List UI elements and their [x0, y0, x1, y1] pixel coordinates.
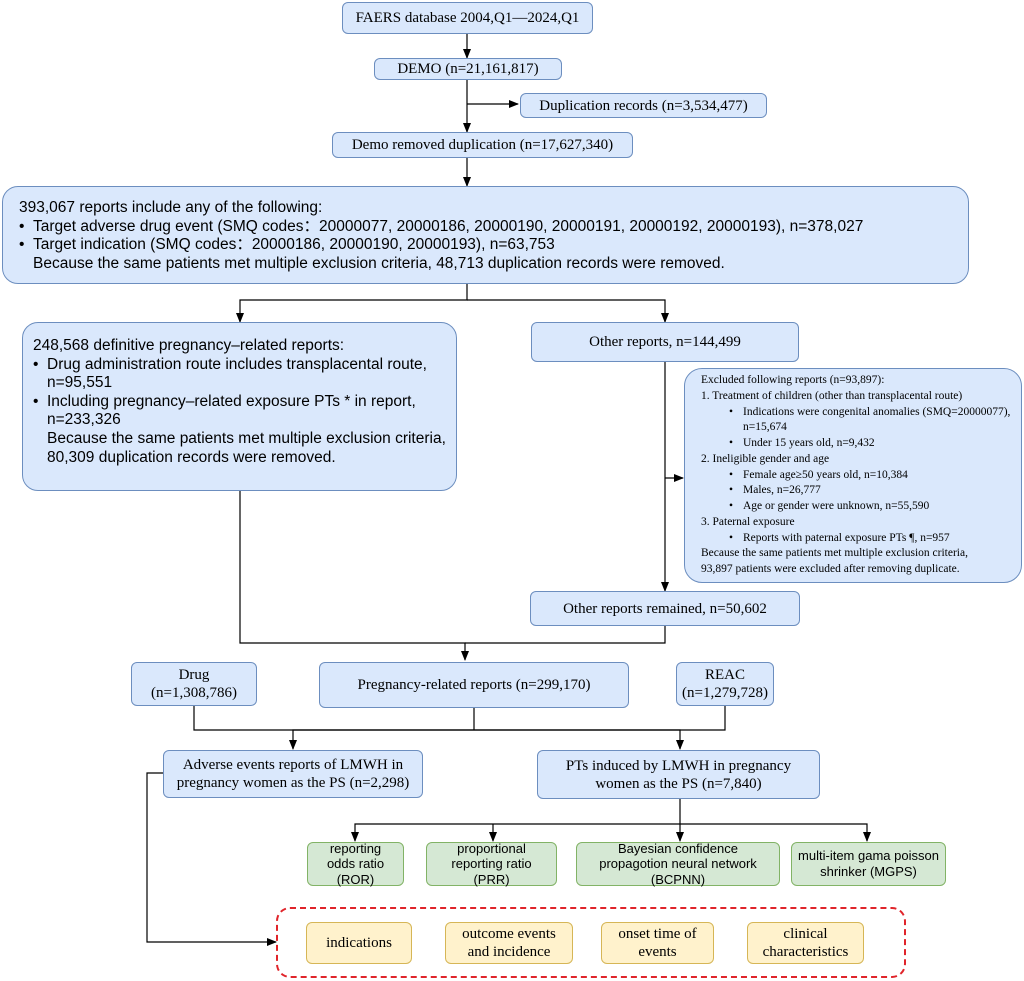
excluded-content: Excluded following reports (n=93,897): 1… — [701, 373, 1015, 578]
pts-box: PTs induced by LMWH in pregnancy women a… — [537, 750, 820, 799]
pregnancy-reports-label: Pregnancy-related reports (n=299,170) — [357, 677, 591, 693]
excluded-item-paternal-text: Reports with paternal exposure PTs ¶, n=… — [743, 531, 950, 544]
join-right — [474, 706, 726, 731]
criteria-header: 393,067 reports include any of the follo… — [19, 199, 323, 216]
excluded-item-males-text: Males, n=26,777 — [743, 484, 821, 497]
method-mgps-label: multi-item gama poisson shrinker (MGPS) — [798, 848, 939, 879]
definitive-box: 248,568 definitive pregnancy–related rep… — [22, 322, 457, 491]
analysis-outcome-label: outcome events and incidence — [462, 926, 556, 960]
excluded-section-paternal: 3. Paternal exposure — [701, 515, 795, 528]
criteria-note: Because the same patients met multiple e… — [33, 254, 725, 272]
analysis-clinical: clinical characteristics — [747, 922, 864, 964]
excluded-item-congenital: • Indications were congenital anomalies … — [701, 405, 1015, 437]
adverse-events-box: Adverse events reports of LMWH in pregna… — [163, 750, 423, 798]
methods-bus-right — [680, 823, 871, 842]
adverse-events-label: Adverse events reports of LMWH in pregna… — [176, 757, 410, 791]
criteria-bullet-event: • Target adverse drug event (SMQ codes：2… — [19, 218, 863, 237]
join-left — [193, 706, 474, 731]
criteria-bullet-indication: • Target indication (SMQ codes：20000186,… — [19, 236, 863, 255]
bullet-dot: • — [729, 500, 734, 512]
bullet-dot: • — [19, 217, 25, 235]
other-reports-box: Other reports, n=144,499 — [531, 322, 799, 362]
bullet-dot: • — [33, 392, 39, 410]
method-bcpnn-label: Bayesian confidence propagotion neural n… — [599, 840, 757, 887]
other-reports-label: Other reports, n=144,499 — [589, 334, 741, 350]
demo-removed-label: Demo removed duplication (n=17,627,340) — [351, 137, 614, 153]
bullet-dot: • — [729, 484, 734, 497]
excluded-item-under15-text: Under 15 years old, n=9,432 — [743, 437, 875, 449]
faers-box: FAERS database 2004,Q1—2024,Q1 — [342, 2, 593, 34]
excluded-section-children: 1. Treatment of children (other than tra… — [701, 389, 963, 402]
drug-box: Drug (n=1,308,786) — [131, 662, 257, 706]
reac-box: REAC (n=1,279,728) — [676, 662, 774, 706]
faers-label: FAERS database 2004,Q1—2024,Q1 — [355, 10, 580, 26]
analysis-clinical-label: clinical characteristics — [762, 926, 849, 960]
split-line-right — [467, 299, 669, 323]
method-prr-label: proportional reporting ratio (PRR) — [451, 840, 532, 887]
reac-label: REAC (n=1,279,728) — [682, 667, 768, 701]
pregnancy-reports-box: Pregnancy-related reports (n=299,170) — [319, 662, 629, 708]
pts-label: PTs induced by LMWH in pregnancy women a… — [565, 757, 792, 792]
analysis-onset-label: onset time of events — [618, 926, 697, 960]
criteria-bullet-indication-text: Target indication (SMQ codes：20000186, 2… — [33, 236, 555, 254]
method-bcpnn: Bayesian confidence propagotion neural n… — [576, 840, 780, 887]
demo-label: DEMO (n=21,161,817) — [397, 61, 539, 77]
excluded-header: Excluded following reports (n=93,897): — [701, 374, 885, 386]
excluded-item-congenital-text: Indications were congenital anomalies (S… — [743, 405, 1011, 434]
analysis-outcome: outcome events and incidence — [445, 922, 573, 964]
arrow-to-adverse — [289, 729, 474, 750]
merge-right — [465, 626, 666, 644]
method-prr: proportional reporting ratio (PRR) — [426, 840, 557, 887]
definitive-content: 248,568 definitive pregnancy–related rep… — [33, 337, 446, 467]
definitive-header: 248,568 definitive pregnancy–related rep… — [33, 337, 345, 354]
excluded-item-under15: • Under 15 years old, n=9,432 — [701, 436, 1015, 452]
arrow-to-pts — [474, 729, 684, 750]
definitive-note: Because the same patients met multiple e… — [47, 429, 446, 466]
excluded-section-gender: 2. Ineligible gender and age — [701, 452, 830, 465]
definitive-bullet-exposure-text: Including pregnancy–related exposure PTs… — [47, 392, 416, 429]
demo-box: DEMO (n=21,161,817) — [374, 58, 562, 80]
excluded-note-line2: 93,897 patients were excluded after remo… — [701, 563, 960, 575]
definitive-bullet-route-text: Drug administration route includes trans… — [47, 355, 427, 392]
methods-bus — [351, 799, 681, 842]
excluded-item-female: • Female age≥50 years old, n=10,384 — [701, 468, 1015, 484]
analysis-onset: onset time of events — [601, 922, 714, 964]
bullet-dot: • — [33, 355, 39, 373]
excluded-item-female-text: Female age≥50 years old, n=10,384 — [743, 468, 908, 481]
duplication-label: Duplication records (n=3,534,477) — [539, 97, 748, 114]
duplication-box: Duplication records (n=3,534,477) — [520, 93, 767, 118]
excluded-item-males: • Males, n=26,777 — [701, 483, 1015, 499]
method-mgps: multi-item gama poisson shrinker (MGPS) — [791, 842, 946, 886]
bullet-dot: • — [19, 236, 25, 254]
excluded-item-paternal: • Reports with paternal exposure PTs ¶, … — [701, 531, 1015, 547]
analysis-indications-label: indications — [326, 935, 392, 951]
other-remained-label: Other reports remained, n=50,602 — [563, 600, 767, 617]
definitive-bullet-exposure: • Including pregnancy–related exposure P… — [33, 393, 446, 430]
analysis-group — [276, 907, 906, 978]
arrow-to-analyses — [146, 772, 277, 946]
excluded-item-unknown-text: Age or gender were unknown, n=55,590 — [743, 500, 930, 512]
bullet-dot: • — [729, 468, 734, 481]
definitive-bullet-route: • Drug administration route includes tra… — [33, 356, 446, 393]
excluded-note-line1: Because the same patients met multiple e… — [701, 547, 968, 560]
demo-removed-box: Demo removed duplication (n=17,627,340) — [332, 132, 633, 158]
criteria-box: 393,067 reports include any of the follo… — [2, 186, 969, 284]
other-remained-box: Other reports remained, n=50,602 — [530, 591, 800, 626]
analysis-indications: indications — [306, 922, 412, 964]
split-line — [236, 284, 468, 323]
excluded-item-unknown: • Age or gender were unknown, n=55,590 — [701, 499, 1015, 515]
criteria-bullet-event-text: Target adverse drug event (SMQ codes：200… — [33, 217, 864, 235]
drug-label: Drug (n=1,308,786) — [151, 667, 237, 701]
bullet-dot: • — [729, 437, 734, 449]
method-ror: reporting odds ratio (ROR) — [307, 840, 404, 887]
criteria-content: 393,067 reports include any of the follo… — [19, 199, 863, 273]
excluded-box: Excluded following reports (n=93,897): 1… — [684, 368, 1022, 583]
bullet-dot: • — [729, 531, 734, 544]
method-ror-label: reporting odds ratio (ROR) — [326, 840, 385, 887]
merge-left — [239, 491, 469, 661]
bullet-dot: • — [729, 405, 734, 418]
